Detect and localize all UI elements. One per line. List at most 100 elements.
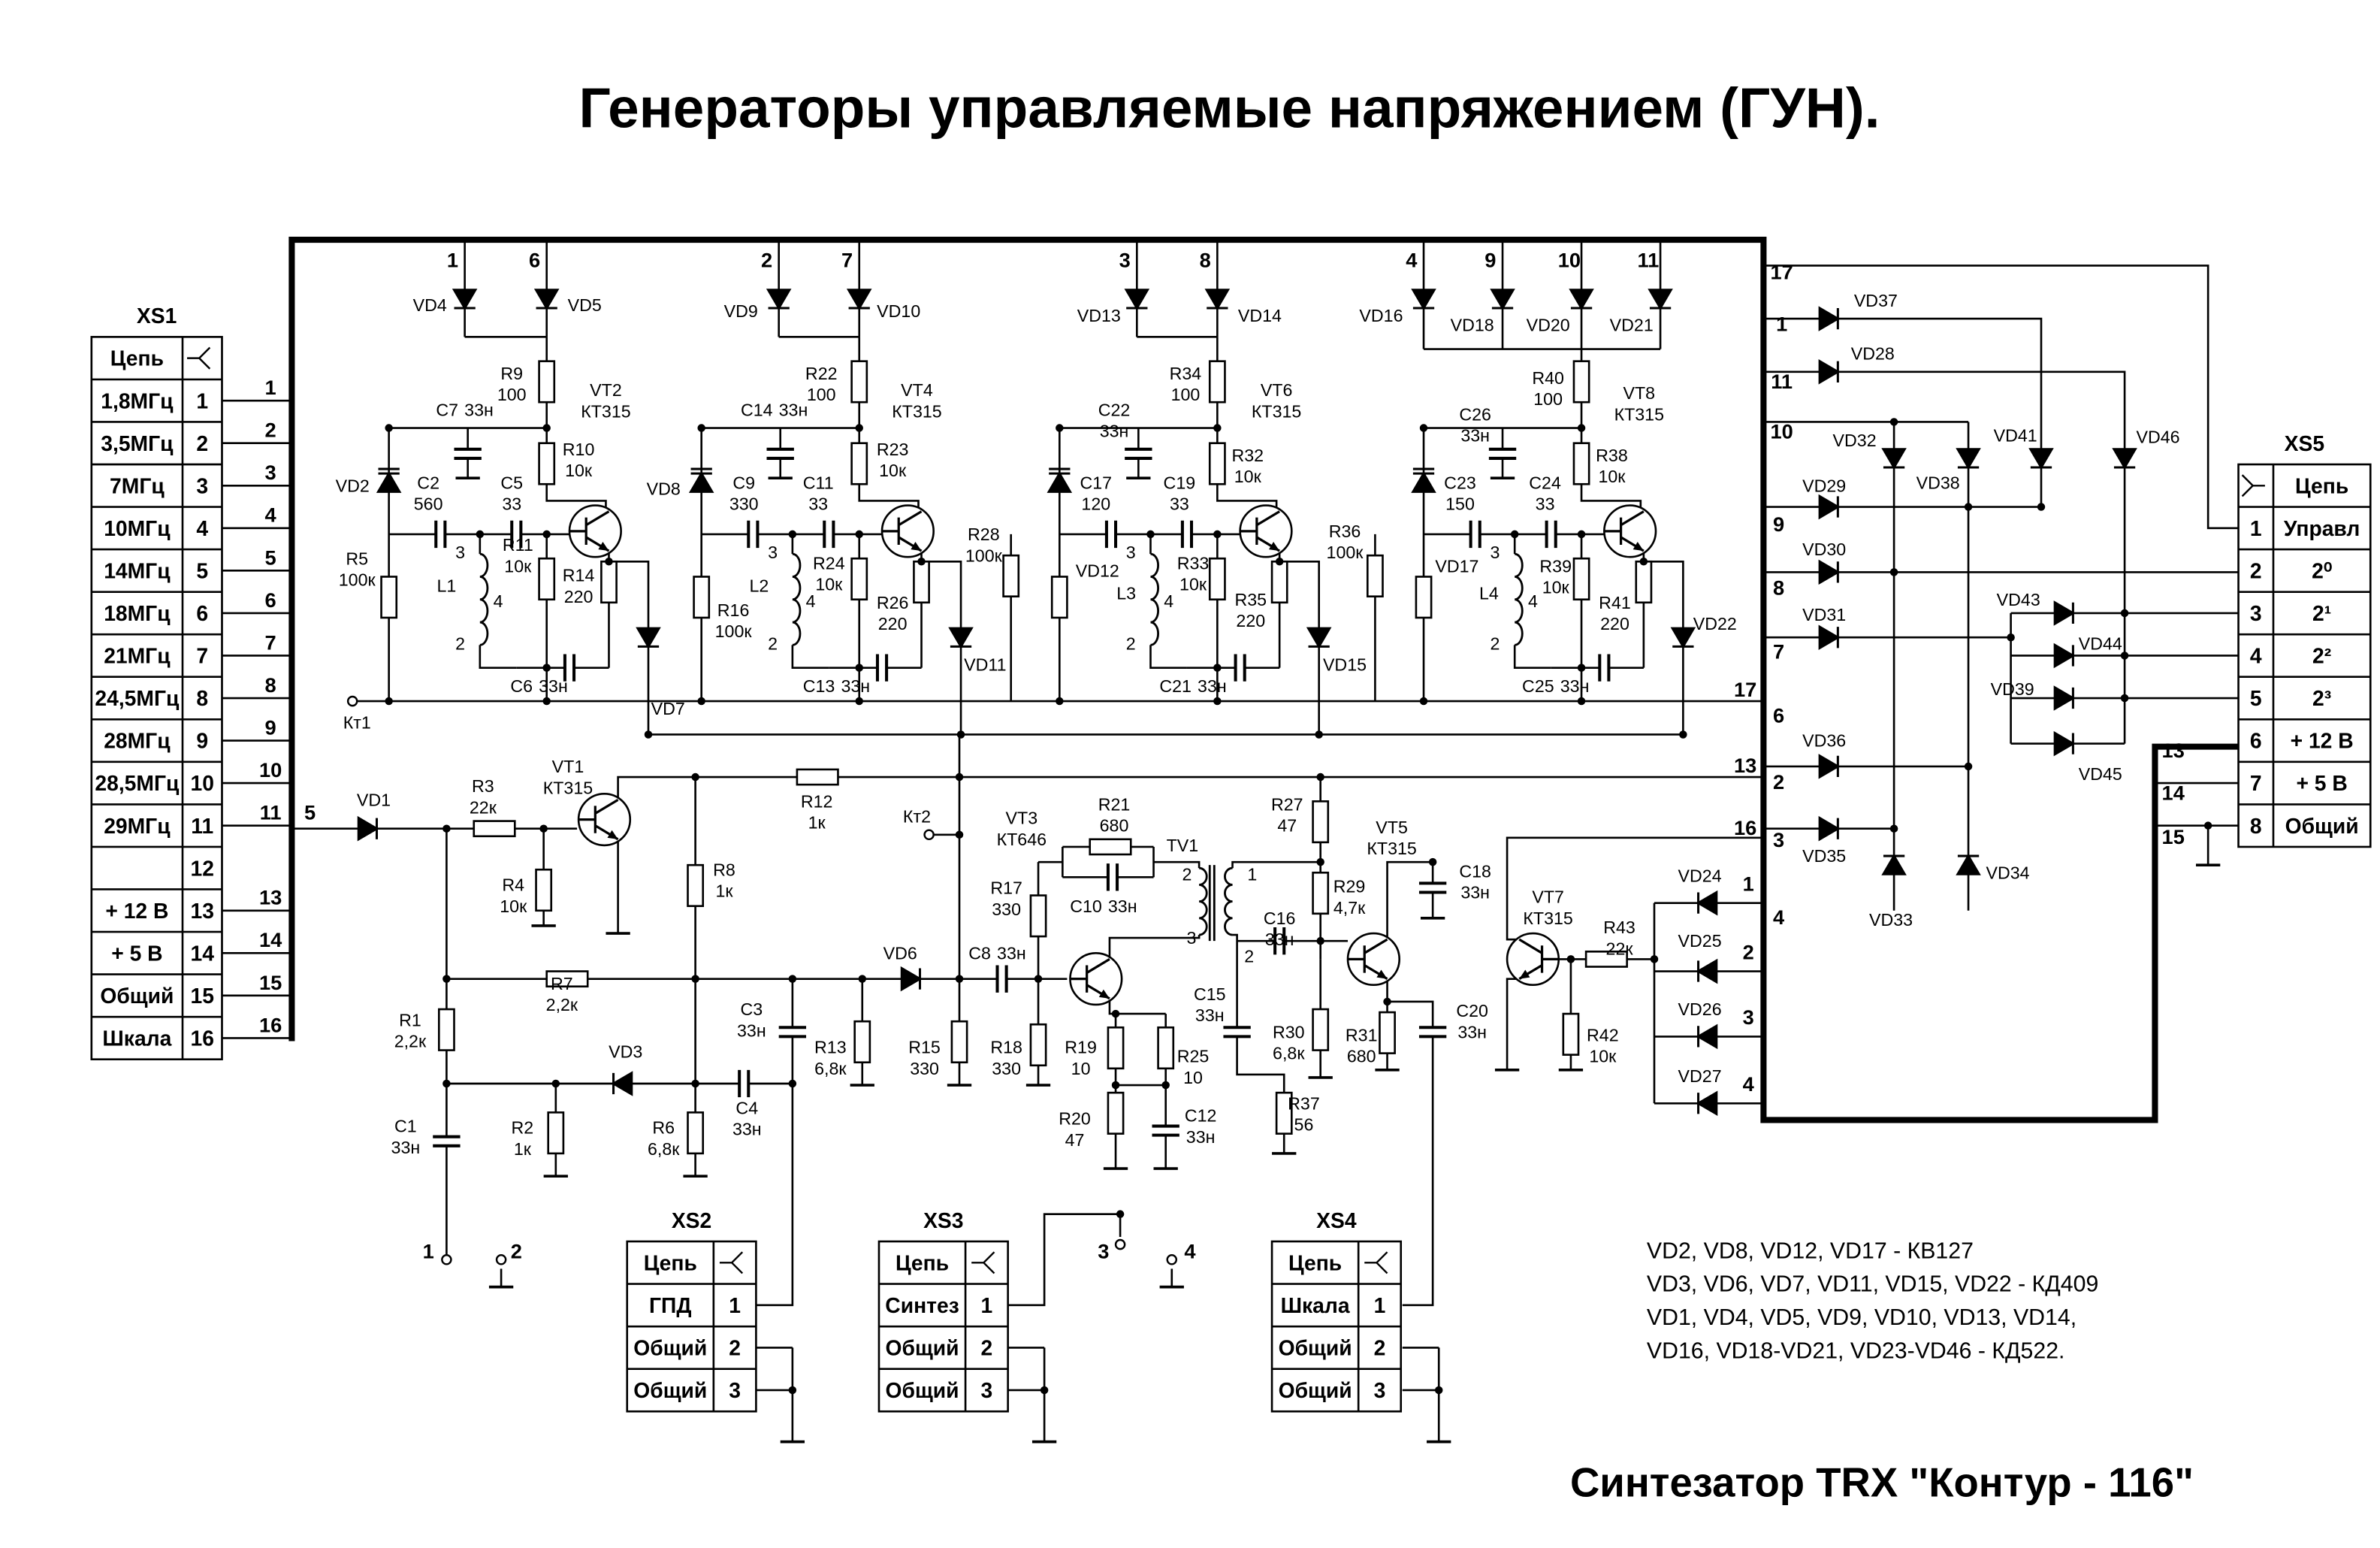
component-ref: L1	[436, 576, 456, 596]
connector-signal: + 5 В	[111, 941, 162, 965]
xs1-wire-pin-number: 13	[259, 886, 282, 909]
capacitor-symbol	[433, 1135, 461, 1147]
coil-tap-number: 2	[768, 633, 778, 653]
coil-tap-number: 3	[768, 543, 778, 562]
capacitor-symbol	[510, 520, 523, 549]
capacitor-symbol	[563, 654, 576, 682]
xs1-table	[90, 336, 223, 1060]
capacitor-symbol	[1418, 1026, 1447, 1039]
component-ref: VD25	[1678, 931, 1722, 951]
component-value: 100	[1533, 389, 1563, 409]
resistor-symbol	[1312, 871, 1330, 915]
component-value: 680	[1347, 1047, 1376, 1066]
junction-dot	[1034, 975, 1043, 983]
capacitor-symbol	[1598, 654, 1611, 682]
wire	[1231, 860, 1321, 869]
diode-symbol	[1818, 306, 1841, 331]
component-ref: VD46	[2136, 428, 2179, 447]
connector-pin: 8	[2250, 814, 2262, 838]
resistor-symbol	[1107, 1026, 1125, 1070]
component-ref: R33	[1177, 553, 1210, 573]
connector-signal: 2³	[2312, 686, 2331, 710]
transformer-core	[1208, 865, 1216, 942]
component-ref: VD2	[336, 476, 370, 495]
connector-signal: Общий	[886, 1378, 959, 1402]
component-ref: C19	[1164, 473, 1196, 492]
component-ref: R27	[1271, 794, 1303, 814]
mux-pin-number: 1	[1743, 872, 1754, 896]
table-header: Цепь	[2295, 473, 2348, 497]
junction-dot	[1056, 424, 1064, 432]
component-ref: C6	[510, 676, 533, 696]
resistor-symbol	[538, 557, 556, 601]
component-value: 10	[1183, 1068, 1203, 1087]
emitter-arrow-icon	[1098, 989, 1110, 999]
box-pin-number: 7	[1773, 640, 1784, 664]
table-header: Цепь	[644, 1250, 697, 1274]
connector-signal: Общий	[1279, 1378, 1352, 1402]
top-pin-number: 3	[1119, 248, 1131, 271]
top-pin-number: 11	[1638, 248, 1660, 271]
diode-symbol	[1956, 448, 1981, 470]
component-ref: R25	[1177, 1047, 1210, 1066]
component-value: 47	[1277, 816, 1297, 836]
terminal-number: 4	[1184, 1239, 1196, 1262]
component-value: КТ315	[892, 401, 941, 421]
resistor-symbol	[1050, 576, 1068, 619]
component-ref: VD29	[1802, 476, 1846, 495]
wire	[1216, 337, 1278, 512]
capacitor-gap	[1546, 519, 1556, 550]
transistor-leads	[1240, 510, 1280, 552]
junction-dot	[1577, 697, 1586, 706]
connector-pin: 4	[2250, 644, 2262, 668]
connector-signal: + 12 В	[105, 899, 168, 923]
component-ref: C9	[732, 473, 755, 492]
component-value: 10к	[879, 461, 907, 480]
component-ref: R24	[813, 553, 845, 573]
emitter-arrow-icon	[911, 542, 922, 552]
component-ref: R19	[1065, 1038, 1097, 1057]
resistor-symbol	[1029, 1023, 1047, 1067]
capacitor-symbol	[747, 520, 760, 549]
component-value: 330	[992, 899, 1021, 919]
capacitor-symbol	[1234, 654, 1246, 682]
junction-dot	[476, 530, 485, 539]
component-ref: C12	[1185, 1105, 1217, 1125]
component-ref: VT2	[590, 380, 622, 400]
component-ref: VD9	[724, 301, 758, 321]
component-ref: R6	[652, 1118, 675, 1138]
junction-dot	[1577, 424, 1586, 432]
connector-pin: 7	[196, 644, 208, 668]
component-ref: VD30	[1802, 540, 1846, 559]
top-pin-number: 4	[1406, 248, 1418, 271]
coil-tap-number: 4	[806, 591, 816, 611]
emitter-arrow-icon	[1519, 969, 1530, 979]
component-ref: VD35	[1802, 846, 1846, 866]
connector-signal: 14МГц	[104, 558, 171, 582]
component-value: КТ315	[1367, 839, 1416, 858]
box-pin-number: 4	[1773, 906, 1785, 929]
component-value: 560	[414, 494, 443, 514]
capacitor-gap	[824, 519, 834, 550]
capacitor-symbol	[1125, 447, 1152, 460]
junction-dot	[442, 1079, 451, 1088]
coil-tap-number: 4	[494, 591, 503, 611]
capacitor-symbol	[766, 447, 794, 460]
resistor-symbol	[1107, 1091, 1125, 1135]
diode-symbol	[1124, 289, 1150, 310]
component-ref: VD11	[964, 655, 1006, 675]
component-value: 33н	[737, 1020, 766, 1040]
resistor-symbol	[380, 576, 398, 619]
component-value: КТ315	[1614, 404, 1664, 424]
component-value: 1к	[715, 881, 733, 901]
component-value: 33н	[1457, 1022, 1487, 1042]
capacitor-symbol	[738, 1069, 751, 1098]
wire	[609, 560, 650, 735]
component-ref: C7	[436, 400, 458, 419]
connector-signal: 7МГц	[110, 473, 165, 497]
component-ref: L3	[1116, 584, 1136, 603]
mux-pin-number: 3	[1743, 1005, 1754, 1029]
connector-pin: 14	[191, 941, 215, 965]
component-ref: C2	[417, 473, 439, 492]
